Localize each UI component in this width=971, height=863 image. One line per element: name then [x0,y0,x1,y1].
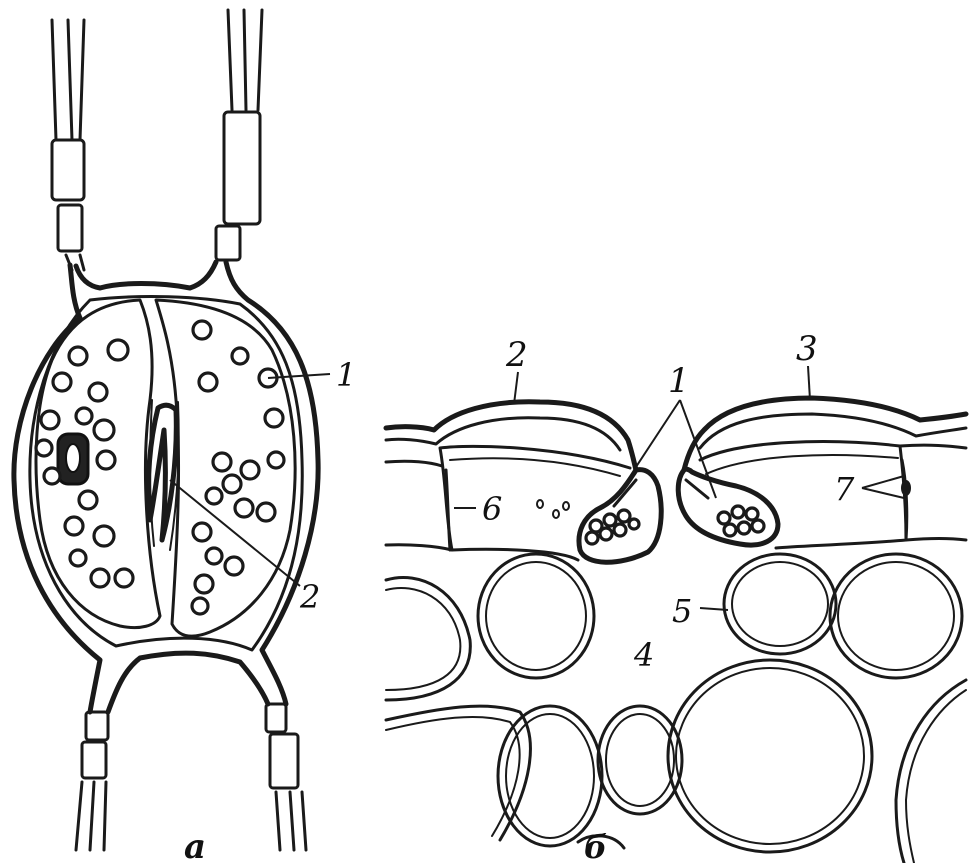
filament-lower-right [266,704,306,850]
chloroplasts-right [192,321,284,614]
label-b-7: 7 [834,470,855,508]
label-b-6: 6 [482,490,502,528]
filament-upper-left [52,20,84,270]
filament-upper-right [216,10,262,260]
label-b-5: 5 [672,592,692,630]
label-a-1: 1 [336,356,356,394]
leader-b-1 [634,400,716,498]
panel-b-stoma-cross-section: 2 1 3 6 7 5 4 б [386,329,966,863]
guard-cell-right-plastids [718,506,764,536]
filament-lower-left [76,712,108,850]
leader-b-7 [862,476,904,498]
guard-cell-nucleus [58,434,88,484]
label-b-4: 4 [633,636,654,674]
label-b-1: 1 [668,361,690,401]
leader-b-2 [514,372,518,404]
label-b-2: 2 [505,335,528,375]
small-bodies [537,500,569,518]
epidermal-cell-left [440,446,630,560]
guard-cell-left-plastids [586,510,639,544]
label-a-2: 2 [299,578,320,616]
leader-b-3 [808,366,810,400]
panel-a-stoma-surface-view: 1 2 а [14,10,356,863]
caption-b: б [584,828,607,863]
caption-a: а [184,827,206,863]
label-b-3: 3 [796,329,818,369]
